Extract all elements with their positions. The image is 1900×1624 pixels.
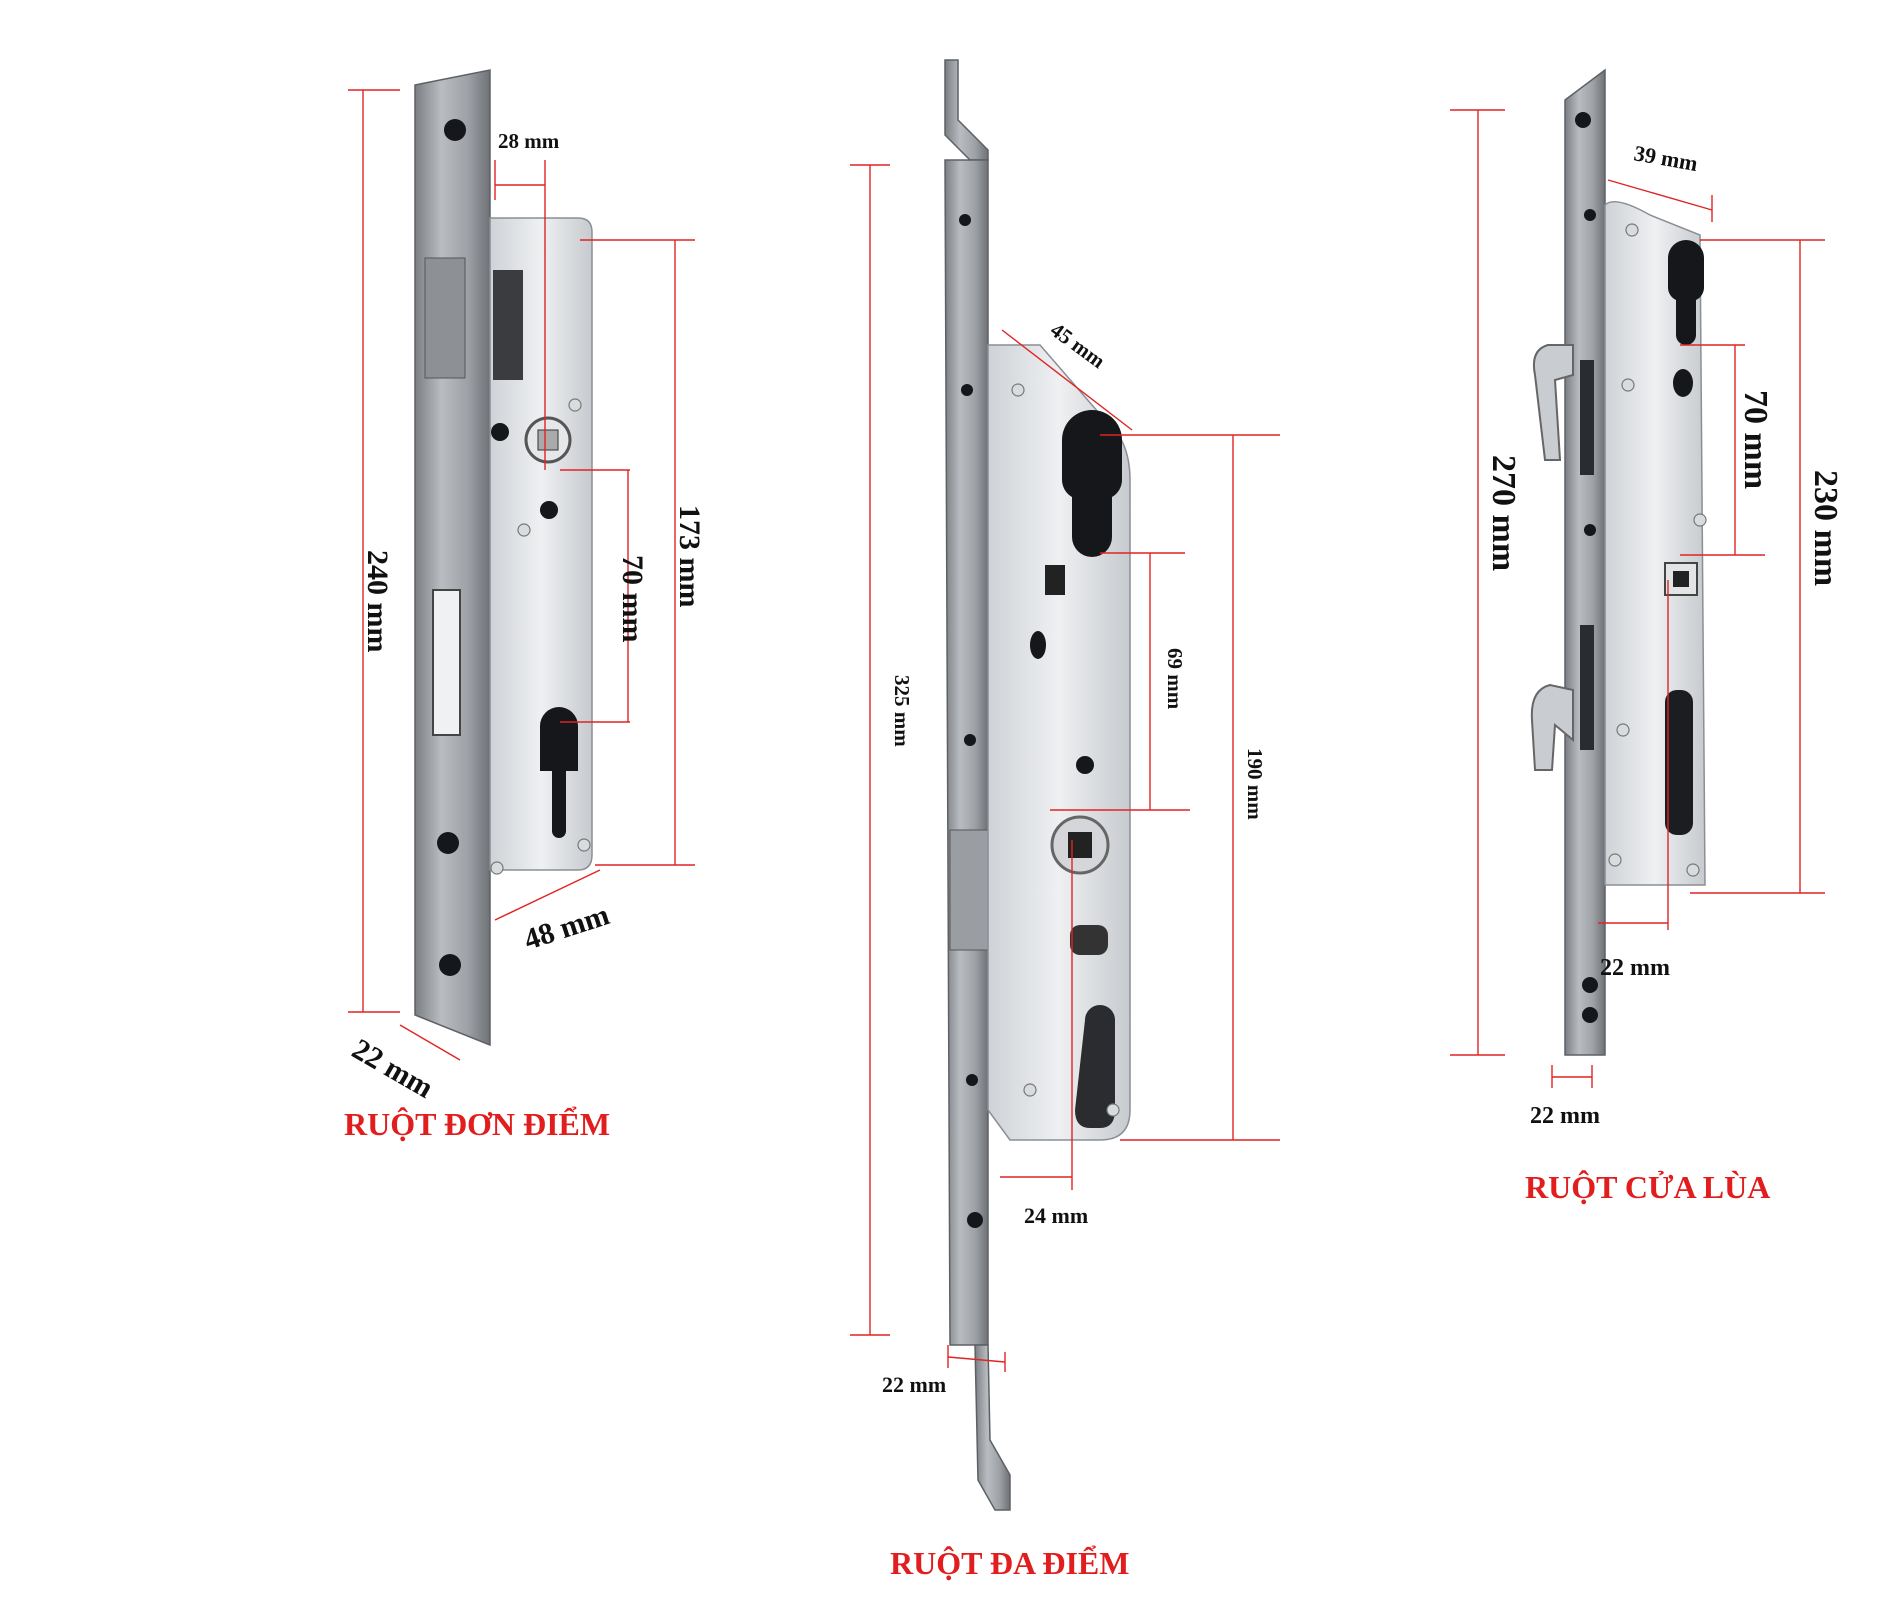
rivet: [568, 398, 582, 412]
rivet: [1616, 723, 1630, 737]
screw-hole: [961, 384, 973, 396]
spindle-square: [537, 429, 559, 451]
dim-center: 70 mm: [616, 555, 649, 642]
faceplate: [414, 69, 491, 1047]
screw-hole: [1575, 112, 1591, 128]
hook-bottom: [1530, 683, 1574, 771]
hook-slot: [1580, 625, 1594, 750]
faceplate: [944, 159, 989, 1346]
dim-line-faceplate: [947, 1356, 1006, 1363]
top-rod: [944, 59, 989, 161]
dim-depth: 39 mm: [1632, 140, 1700, 176]
rivet: [490, 861, 504, 875]
rivet: [1625, 223, 1639, 237]
dim-height: 240 mm: [361, 550, 394, 652]
screw-hole: [959, 214, 971, 226]
dim-line-depth: [494, 869, 601, 921]
dim-center: 70 mm: [1737, 390, 1774, 489]
screw-hole: [1584, 209, 1596, 221]
faceplate: [1564, 68, 1606, 1056]
lower-slot: [1075, 1005, 1115, 1128]
dim-line-depth: [1607, 179, 1713, 211]
lock-case: [489, 217, 593, 871]
slot: [1045, 565, 1065, 595]
screw-hole: [964, 734, 976, 746]
screw-hole: [967, 1212, 983, 1228]
dim-height: 325 mm: [890, 675, 914, 747]
case-hole: [1673, 369, 1693, 397]
dim-body-height: 173 mm: [673, 505, 706, 607]
cylinder-hole: [1062, 410, 1122, 557]
case-hole: [1076, 756, 1094, 774]
latch-bolt: [949, 829, 993, 951]
rivet: [1023, 1083, 1037, 1097]
rivet: [577, 838, 591, 852]
dim-faceplate: 22 mm: [347, 1032, 439, 1104]
dim-center: 69 mm: [1163, 648, 1187, 710]
dim-backset: 24 mm: [1024, 1203, 1088, 1228]
latch-mechanism: [493, 270, 523, 380]
dim-body-height: 190 mm: [1243, 748, 1267, 820]
dim-line-depth: [1001, 329, 1133, 431]
case-hole: [491, 423, 509, 441]
rivet: [1011, 383, 1025, 397]
screw-hole-top: [444, 119, 466, 141]
dim-backset: 28 mm: [498, 129, 560, 153]
bolt-slot: [1070, 925, 1108, 955]
latch-bolt: [424, 257, 466, 379]
rivet: [1686, 863, 1700, 877]
deadbolt-slot: [432, 589, 461, 736]
screw-hole: [966, 1074, 978, 1086]
screw-hole: [1582, 1007, 1598, 1023]
cylinder-hole: [1668, 240, 1704, 345]
screw-hole-bottom: [439, 954, 461, 976]
rivet: [1608, 853, 1622, 867]
rivet: [1106, 1103, 1120, 1117]
lower-slot: [1665, 690, 1693, 835]
dim-backset: 22 mm: [1600, 955, 1670, 981]
case-hole: [1030, 631, 1046, 659]
lock-sliding-door: 39 mm 270 mm 70 mm 230 mm 22 mm 22 mm RU…: [1450, 68, 1844, 1205]
rivet: [517, 523, 531, 537]
lock-multi-point: 45 mm 325 mm 69 mm 190 mm 24 mm 22 mm RU…: [850, 59, 1280, 1581]
rivet: [1621, 378, 1635, 392]
case-hole: [540, 501, 558, 519]
screw-hole-mid: [437, 832, 459, 854]
hook-top: [1532, 344, 1574, 461]
dim-faceplate: 22 mm: [882, 1372, 946, 1397]
spindle-square: [1673, 571, 1689, 587]
dim-line-faceplate: [399, 1024, 461, 1061]
dim-faceplate: 22 mm: [1530, 1103, 1600, 1129]
cylinder-hole: [540, 707, 578, 838]
screw-hole: [1582, 977, 1598, 993]
rivet: [1693, 513, 1707, 527]
lock-title: RUỘT ĐƠN ĐIỂM: [344, 1106, 610, 1142]
lock-title: RUỘT ĐA ĐIỂM: [890, 1545, 1129, 1581]
lock-single-point: 240 mm 28 mm 173 mm 70 mm 48 mm 22 mm RU…: [344, 69, 706, 1142]
dim-body-height: 230 mm: [1807, 470, 1844, 586]
screw-hole: [1584, 524, 1596, 536]
lock-title: RUỘT CỬA LÙA: [1525, 1169, 1770, 1205]
hook-slot: [1580, 360, 1594, 475]
dim-depth: 48 mm: [520, 898, 613, 956]
dim-height: 270 mm: [1485, 455, 1522, 571]
